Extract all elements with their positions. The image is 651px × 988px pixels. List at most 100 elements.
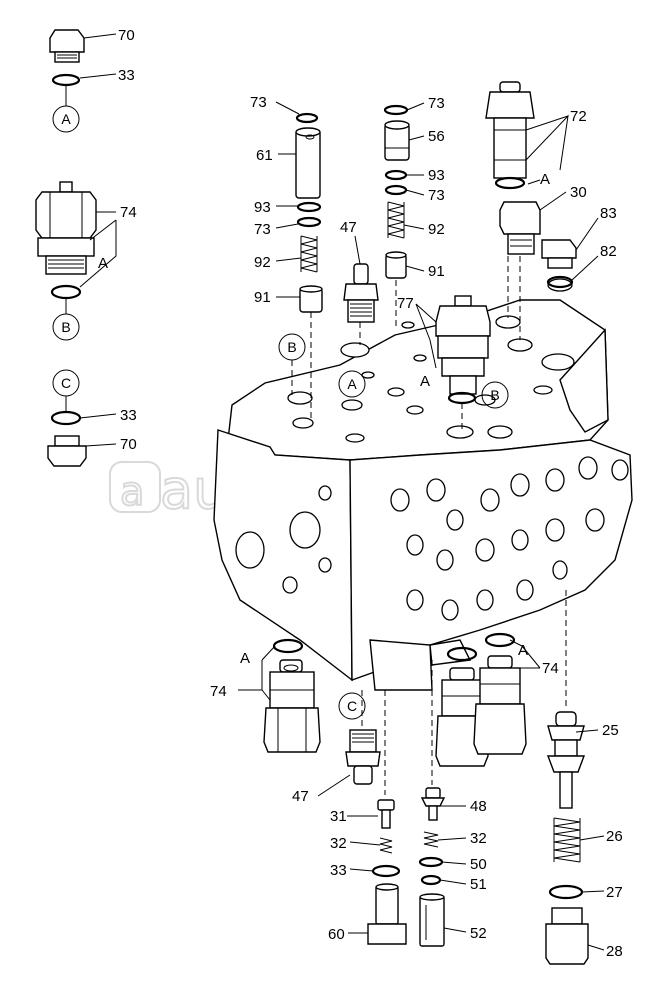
part-91-piston-a: [299, 285, 323, 313]
part-32-spring-a: [379, 837, 393, 854]
part-oring-74-left: [50, 284, 82, 300]
label-27: 27: [606, 884, 623, 901]
part-33-oring-top: [51, 73, 81, 87]
part-52-sleeve: [419, 893, 445, 947]
label-31: 31: [330, 808, 347, 825]
label-70-top: 70: [118, 27, 135, 44]
part-32-spring-b: [423, 831, 439, 848]
label-74-bottom-left: 74: [210, 683, 227, 700]
svg-text:C: C: [61, 375, 71, 391]
label-47-upper: 47: [340, 219, 357, 236]
ref-marker-b-body-left: B: [278, 333, 306, 395]
label-48: 48: [470, 798, 487, 815]
ref-letter-a-72: A: [540, 171, 550, 188]
svg-text:A: A: [347, 376, 357, 392]
part-number-labels: 70 33 74 73 61 93 73 92 91 47 73 56 93 7…: [118, 27, 623, 960]
part-74-relief-valve-left: [35, 181, 97, 275]
part-61-sleeve: [295, 127, 321, 199]
part-oring-74-bottom-right: [484, 632, 516, 648]
part-33-oring-lower: [50, 410, 82, 426]
part-93-ring-b: [384, 169, 408, 181]
label-61: 61: [256, 147, 273, 164]
svg-text:B: B: [61, 319, 70, 335]
valve-body: [213, 278, 633, 691]
part-56-cap: [384, 120, 410, 161]
part-26-spring: [553, 817, 581, 863]
part-72-valve: [485, 81, 535, 179]
label-73-b: 73: [254, 221, 271, 238]
label-32-b: 32: [470, 830, 487, 847]
svg-text:A: A: [61, 111, 71, 127]
label-92-a: 92: [254, 254, 271, 271]
part-oring-74-bottom-mid: [446, 646, 478, 662]
label-47-lower: 47: [292, 788, 309, 805]
ref-letter-a-74c: A: [518, 642, 528, 659]
part-82-oring: [546, 275, 574, 289]
label-83: 83: [600, 205, 617, 222]
watermark-logo-icon: [109, 461, 161, 513]
label-74-left: 74: [120, 204, 137, 221]
part-73-oring-b: [296, 216, 322, 228]
part-50-oring: [418, 856, 444, 868]
part-oring-74-bottom-left: [272, 638, 304, 654]
part-91-piston-b: [385, 251, 407, 279]
label-33-top: 33: [118, 67, 135, 84]
label-33-bottom: 33: [330, 862, 347, 879]
part-oring-72: [494, 176, 526, 190]
ref-marker-a-body: A: [338, 370, 366, 398]
part-28-plug: [545, 907, 589, 965]
svg-text:B: B: [490, 387, 499, 403]
watermark-logo-a: a: [120, 469, 145, 515]
label-50: 50: [470, 856, 487, 873]
label-73-a: 73: [250, 94, 267, 111]
leader-lines: [65, 33, 605, 951]
part-77-relief-valve: [435, 295, 491, 395]
ref-marker-c-left: C: [52, 369, 80, 397]
label-60: 60: [328, 926, 345, 943]
part-73-oring-c: [383, 104, 409, 116]
label-72: 72: [570, 108, 587, 125]
label-26: 26: [606, 828, 623, 845]
label-82: 82: [600, 243, 617, 260]
label-28: 28: [606, 943, 623, 960]
part-60-plug: [367, 883, 407, 945]
part-31-pin: [377, 799, 395, 829]
label-30: 30: [570, 184, 587, 201]
label-33-lower: 33: [120, 407, 137, 424]
svg-text:C: C: [347, 698, 357, 714]
label-93-a: 93: [254, 199, 271, 216]
ref-marker-b-left: B: [52, 313, 80, 341]
part-27-oring: [548, 884, 584, 900]
part-83-plug: [541, 239, 577, 269]
ref-marker-a-top: A: [52, 105, 80, 133]
label-51: 51: [470, 876, 487, 893]
part-74-relief-valve-bottom-right: [473, 655, 527, 755]
ref-letter-a-77: A: [420, 373, 430, 390]
part-93-ring-a: [296, 201, 322, 213]
part-33-oring-bottom: [371, 864, 401, 878]
part-74-relief-valve-bottom-left: [263, 659, 321, 753]
label-77: 77: [397, 295, 414, 312]
ref-letter-a-74b: A: [240, 650, 250, 667]
part-73-oring-d: [384, 184, 408, 196]
part-25-spool: [546, 711, 586, 809]
part-48-plunger: [420, 787, 446, 821]
part-70-plug-top: [49, 29, 85, 63]
ref-marker-b-body-right: B: [481, 381, 509, 409]
part-73-oring-a: [295, 112, 319, 124]
label-73-d: 73: [428, 187, 445, 204]
label-73-c: 73: [428, 95, 445, 112]
part-70-plug-lower: [47, 435, 87, 467]
label-56: 56: [428, 128, 445, 145]
svg-text:B: B: [287, 339, 296, 355]
part-47-plug-upper: [343, 263, 379, 323]
ref-marker-c-bottom: C: [338, 692, 366, 720]
label-25: 25: [602, 722, 619, 739]
part-30-adapter: [499, 201, 541, 255]
part-47-plug-lower: [345, 729, 381, 785]
part-92-spring-a: [300, 235, 318, 273]
part-51-backup-ring: [420, 874, 442, 886]
part-92-spring-b: [387, 201, 405, 239]
label-93-b: 93: [428, 167, 445, 184]
